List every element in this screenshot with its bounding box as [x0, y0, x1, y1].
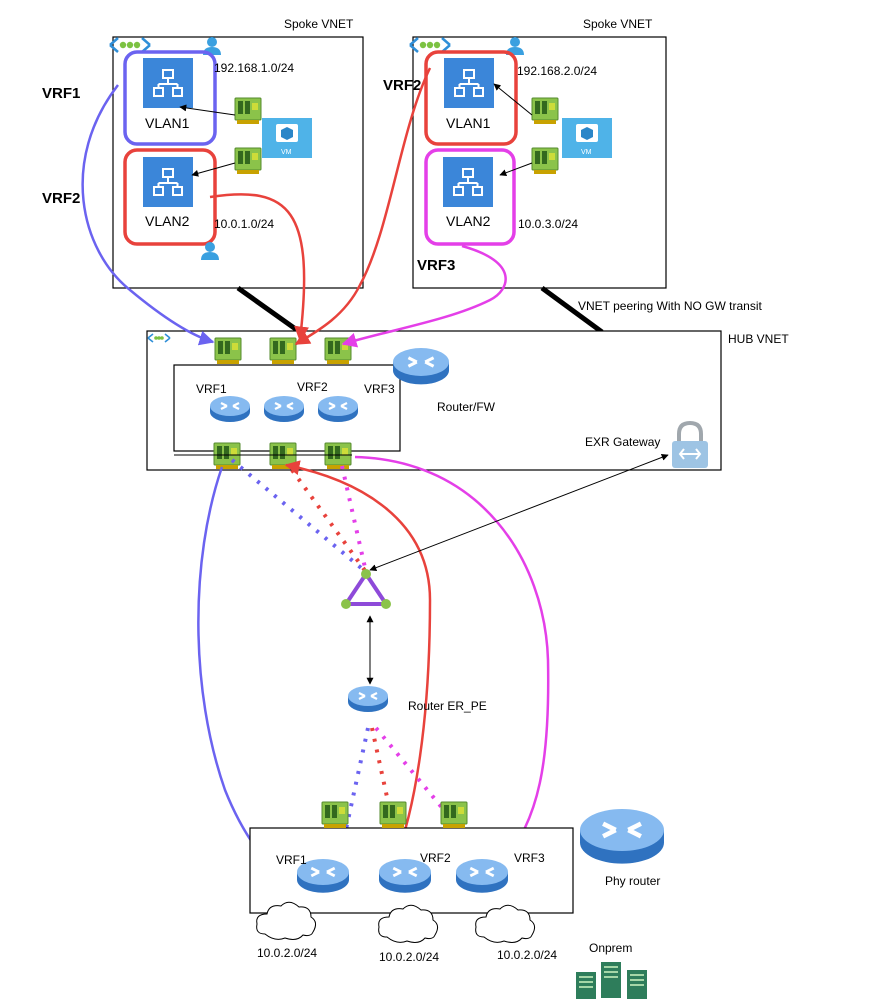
nic-icon — [321, 801, 349, 829]
router-icon — [262, 394, 306, 424]
left-vlan1-label: VLAN1 — [145, 115, 190, 131]
cloud1-subnet: 10.0.2.0/24 — [257, 946, 317, 960]
right-subnet1: 192.168.2.0/24 — [517, 64, 597, 78]
cloud3-subnet: 10.0.2.0/24 — [497, 948, 557, 962]
router-fw-label: Router/FW — [437, 400, 496, 414]
server-icon — [576, 962, 647, 999]
left-subnet1: 192.168.1.0/24 — [214, 61, 294, 75]
nic-icon — [234, 147, 262, 175]
network-icon — [142, 57, 194, 109]
left-nic1-link — [179, 104, 236, 116]
vrf2-right-label: VRF2 — [383, 77, 421, 94]
right-vlan1-label: VLAN1 — [446, 115, 491, 131]
vrf3-dotted-hub — [340, 465, 368, 573]
nic-icon — [214, 337, 242, 365]
right-subnet2: 10.0.3.0/24 — [518, 217, 578, 231]
left-subnet2: 10.0.1.0/24 — [214, 217, 274, 231]
nic-icon — [531, 147, 559, 175]
vm-right-label: VM — [581, 149, 592, 156]
nic-icon — [440, 801, 468, 829]
hub-vrf1-label: VRF1 — [196, 382, 227, 396]
hub-title: HUB VNET — [728, 332, 789, 346]
peering-line-right — [540, 285, 604, 335]
router-icon — [454, 857, 510, 895]
nic-icon — [269, 337, 297, 365]
nic-icon — [213, 442, 241, 470]
router-icon — [316, 394, 360, 424]
vrf2-right-spoke-to-hub — [294, 67, 432, 346]
spoke-left-title: Spoke VNET — [284, 17, 354, 31]
vrf2-dotted-pe — [370, 727, 404, 867]
router-er-pe-label: Router ER_PE — [408, 699, 487, 713]
gateway-to-er-link — [369, 454, 669, 571]
right-vlan2-label: VLAN2 — [446, 213, 491, 229]
nic-icon — [531, 97, 559, 125]
onprem-label: Onprem — [589, 941, 632, 955]
vrf1-dotted-pe — [333, 727, 370, 881]
vrf1-left-label: VRF1 — [42, 85, 80, 102]
vrf2-left-label: VRF2 — [42, 190, 80, 207]
onprem-vrf1-label: VRF1 — [276, 853, 307, 867]
network-icon — [442, 156, 494, 208]
cloud2-subnet: 10.0.2.0/24 — [379, 950, 439, 964]
vrf3-dotted-pe — [374, 726, 494, 870]
spoke-right-title: Spoke VNET — [583, 17, 653, 31]
vrf3-right-label: VRF3 — [417, 257, 455, 274]
vrf2-hub-to-onprem — [284, 460, 432, 862]
vrf3-spoke-to-hub — [341, 244, 507, 348]
router-icon — [208, 394, 252, 424]
router-icon — [391, 346, 451, 386]
hub-vrf2-label: VRF2 — [297, 380, 328, 394]
vrf2-left-spoke-to-hub — [209, 193, 309, 342]
onprem-vrf3-label: VRF3 — [514, 851, 545, 865]
nic-icon — [234, 97, 262, 125]
left-nic2-link — [191, 162, 236, 177]
onprem-vrf2-label: VRF2 — [420, 851, 451, 865]
gateway-lock-icon — [672, 420, 708, 468]
nic-icon — [324, 442, 352, 470]
vrf1-hub-to-onprem — [197, 466, 300, 892]
vm-left-label: VM — [281, 149, 292, 156]
vrf1-spoke-to-hub — [81, 84, 215, 346]
right-vlan1-frame — [424, 50, 518, 146]
right-nic2-link — [499, 162, 533, 177]
router-icon — [346, 684, 390, 714]
router-icon — [580, 809, 664, 864]
expressroute-triangle-icon — [341, 569, 391, 609]
peering-note: VNET peering With NO GW transit — [578, 299, 762, 313]
vrf1-dotted-hub — [230, 458, 368, 574]
network-icon — [443, 57, 495, 109]
left-vlan2-label: VLAN2 — [145, 213, 190, 229]
nic-icon — [379, 801, 407, 829]
left-vlan1-frame — [123, 50, 217, 146]
exr-gateway-label: EXR Gateway — [585, 435, 660, 449]
phy-router-label: Phy router — [605, 874, 660, 888]
right-vlan2-frame — [424, 148, 516, 246]
peering-line-left — [236, 285, 299, 333]
network-icon — [142, 156, 194, 208]
right-nic1-link — [493, 83, 533, 116]
hub-vrf3-label: VRF3 — [364, 382, 395, 396]
